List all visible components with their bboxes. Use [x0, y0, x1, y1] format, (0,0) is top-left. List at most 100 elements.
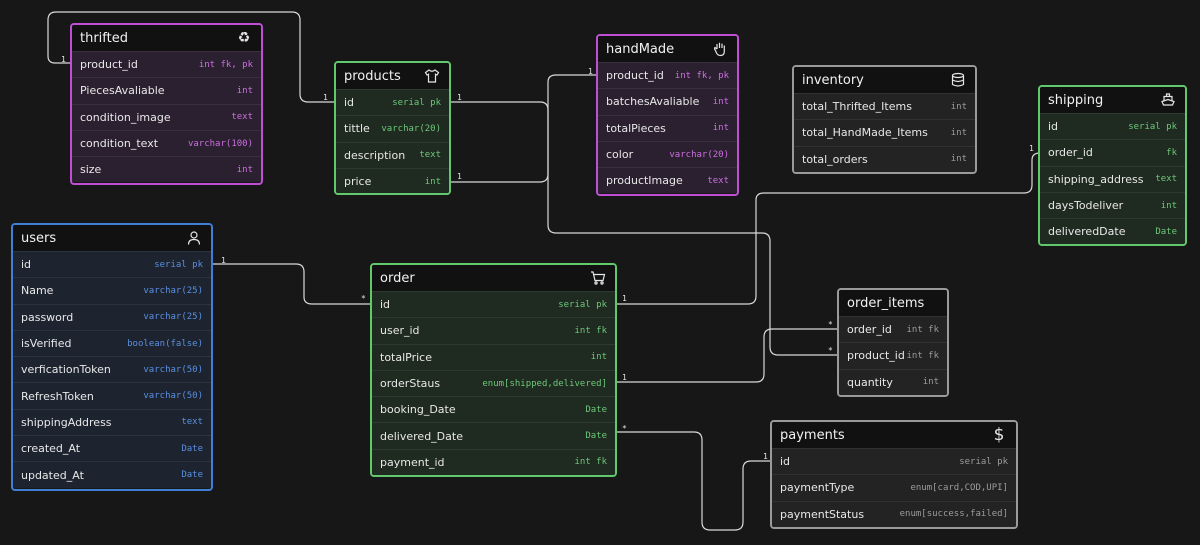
column-name: condition_image: [80, 110, 171, 124]
cardinality-label: 1: [221, 256, 226, 265]
table-row[interactable]: Name varchar(25): [13, 277, 211, 303]
cardinality-label: *: [828, 346, 833, 355]
column-type: int: [590, 352, 607, 363]
column-type: int: [424, 176, 441, 187]
column-name: verficationToken: [21, 363, 111, 377]
column-type: Date: [585, 431, 607, 442]
column-name: productImage: [606, 174, 683, 188]
column-type: varchar(25): [143, 285, 203, 296]
table-title: products: [344, 68, 401, 84]
column-name: total_HandMade_Items: [802, 126, 928, 140]
column-name: payment_id: [380, 455, 445, 469]
column-name: condition_text: [80, 137, 159, 151]
column-name: quantity: [847, 375, 893, 389]
table-header: products: [336, 63, 449, 89]
table-row[interactable]: productImage text: [598, 167, 737, 193]
column-name: password: [21, 310, 74, 324]
column-name: shipping_address: [1048, 172, 1144, 186]
column-name: price: [344, 175, 372, 189]
table-row[interactable]: payment_id int fk: [372, 448, 615, 475]
column-name: shippingAddress: [21, 415, 112, 429]
table-row[interactable]: size int: [72, 156, 261, 182]
column-name: id: [780, 455, 791, 469]
rel-products-handmade: [450, 74, 598, 183]
column-type: int: [236, 164, 253, 175]
table-title: shipping: [1048, 92, 1104, 108]
table-header: shipping: [1040, 87, 1185, 113]
column-type: varchar(20): [381, 123, 441, 134]
table-header: payments $: [772, 422, 1016, 448]
column-name: deliveredDate: [1048, 225, 1126, 239]
column-type: int fk, pk: [198, 59, 253, 70]
column-name: created_At: [21, 442, 81, 456]
column-name: RefreshToken: [21, 389, 94, 403]
column-name: id: [344, 96, 355, 110]
table-row[interactable]: password varchar(25): [13, 303, 211, 330]
table-title: thrifted: [80, 30, 128, 46]
column-name: size: [80, 163, 102, 177]
column-name: tittle: [344, 122, 370, 136]
column-name: paymentType: [780, 481, 855, 495]
table-header: handMade: [598, 36, 737, 62]
column-type: int fk: [574, 457, 607, 468]
table-row[interactable]: tittle varchar(20): [336, 115, 449, 141]
column-type: serial pk: [1128, 121, 1177, 132]
column-type: Date: [181, 470, 203, 481]
column-type: fk: [1166, 147, 1177, 158]
column-type: text: [707, 175, 729, 186]
column-type: varchar(25): [143, 312, 203, 323]
table-row[interactable]: price int: [336, 167, 449, 193]
column-name: Name: [21, 284, 54, 298]
